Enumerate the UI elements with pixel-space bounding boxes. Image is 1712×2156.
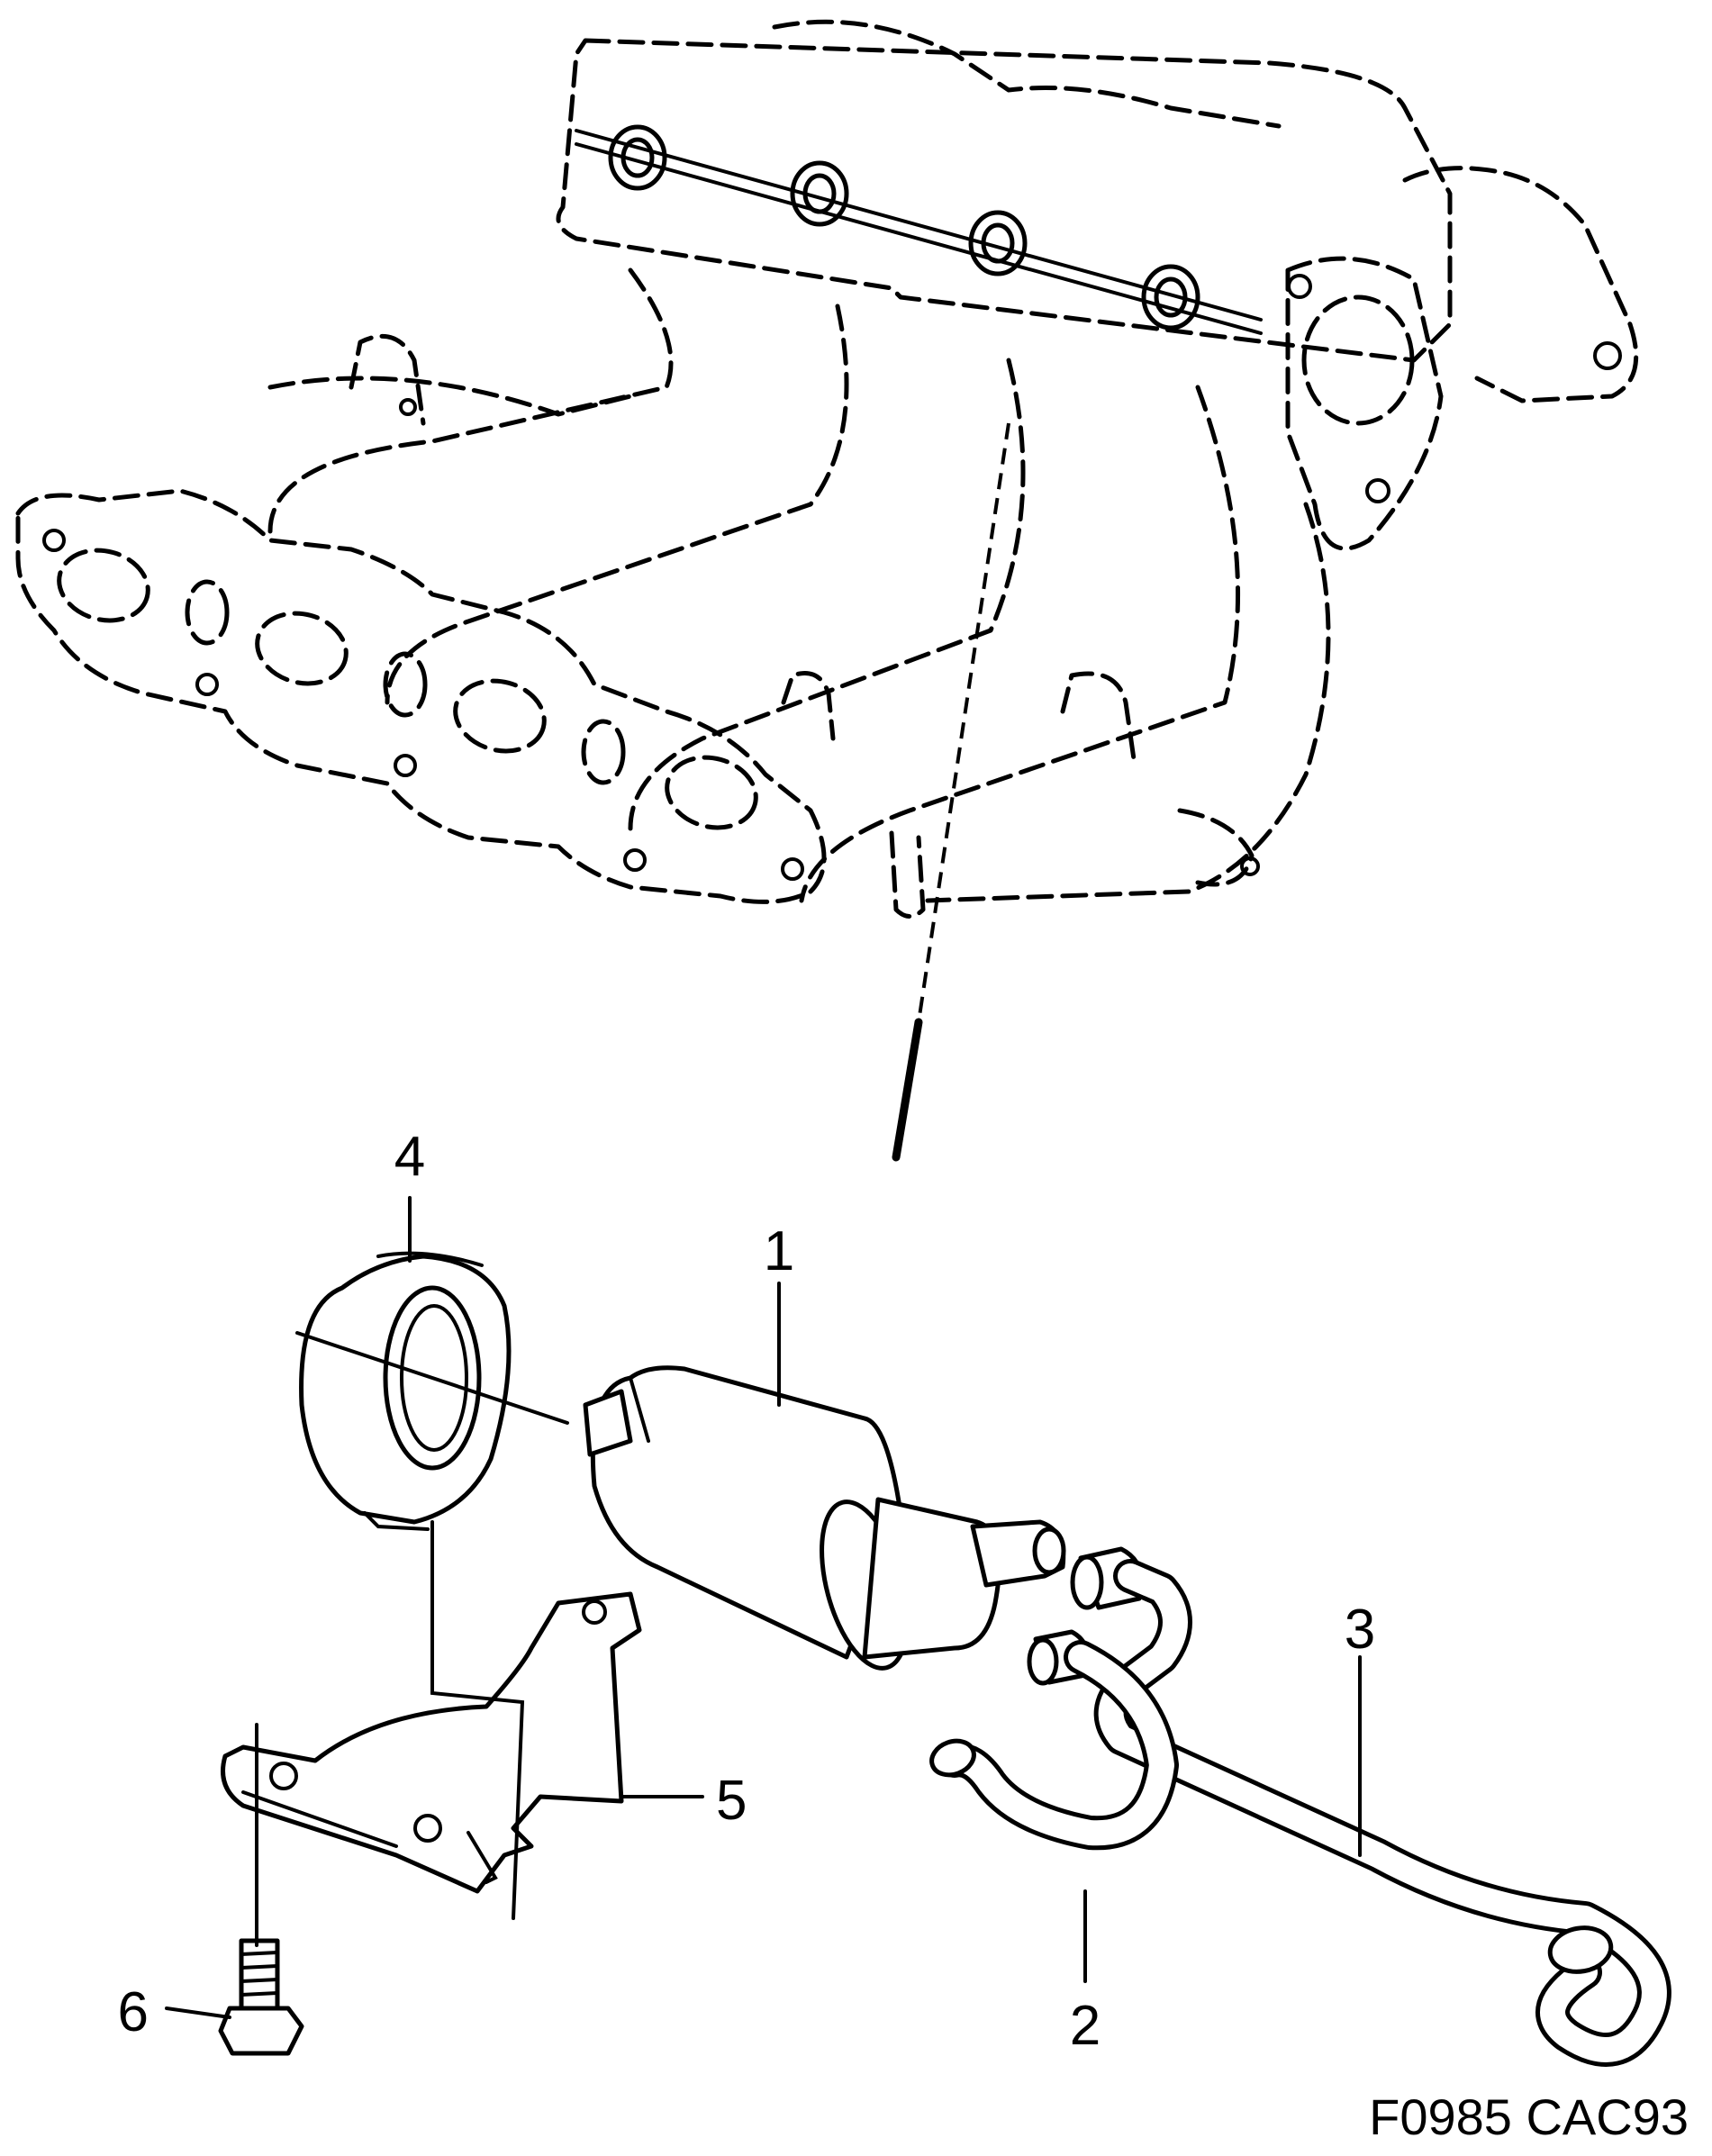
runner-2 [385,303,849,705]
callout-3: 3 [1345,1599,1375,1661]
figure-code: F0985 CAC93 [1369,2088,1689,2145]
manifold-throttle-bore [1301,294,1415,426]
flange-bolt-hole [1287,274,1312,299]
port-3 [453,678,547,754]
runner-1 [267,267,674,534]
hose-3-body [1098,1563,1667,2062]
mount-boss [1060,671,1137,768]
callout-6: 6 [118,1981,149,2043]
manifold-drain-stub [889,830,926,919]
bracket-hole [269,1762,298,1790]
mount-boss [1177,808,1255,887]
part-5-bracket [221,1591,642,1894]
bracket-hole [413,1814,442,1843]
bolt-thread [239,1938,280,2011]
part-1-fuel-pump [583,1365,1066,1671]
callout-5: 5 [716,1770,747,1832]
part-4-rubber-mount [295,1251,569,1531]
manifold-head-flange [15,488,827,904]
flange-slot [185,579,230,646]
flange-slot [383,651,428,718]
bolt-head [218,2006,304,2056]
pump-connector [583,1389,633,1457]
flange-slot [581,719,626,785]
mount-boss [781,671,836,741]
part-6-bolt [218,1938,304,2056]
runner-4 [799,385,1241,903]
mount-boss [349,333,426,426]
part-2-short-hose [929,1629,1179,1851]
hose-2-body [942,1644,1174,1846]
port-1 [57,548,150,623]
port-2 [255,611,349,686]
hose-2-end [929,1738,976,1778]
callouts: 1 2 3 4 5 6 [118,1126,1376,2057]
injector-bosses [575,124,1263,335]
manifold-plenum-top [772,19,1282,129]
runner-back [267,376,633,417]
callout-1: 1 [764,1220,794,1282]
flange-bolt-hole [1365,478,1390,503]
manifold-throttle-flange [1285,256,1444,551]
bracket-plate [221,1591,642,1894]
leader-lines [165,1196,1362,2019]
hose-3-end [1547,1925,1614,1974]
bracket-hole [582,1599,607,1625]
manifold-inlet-elbow [1402,166,1639,403]
port-4 [665,755,758,830]
mounting-leader [892,422,1010,1162]
pump-outlet-port [1032,1526,1066,1575]
intake-manifold-ghost [15,19,1639,919]
manifold-plenum [556,38,1453,363]
callout-2: 2 [1070,1995,1101,2057]
pump-outlet-section [862,1497,1001,1660]
elbow-bolt-hole [1593,341,1622,370]
callout-4: 4 [394,1126,425,1188]
runner-3 [628,358,1026,831]
runner-lower [925,502,1331,903]
